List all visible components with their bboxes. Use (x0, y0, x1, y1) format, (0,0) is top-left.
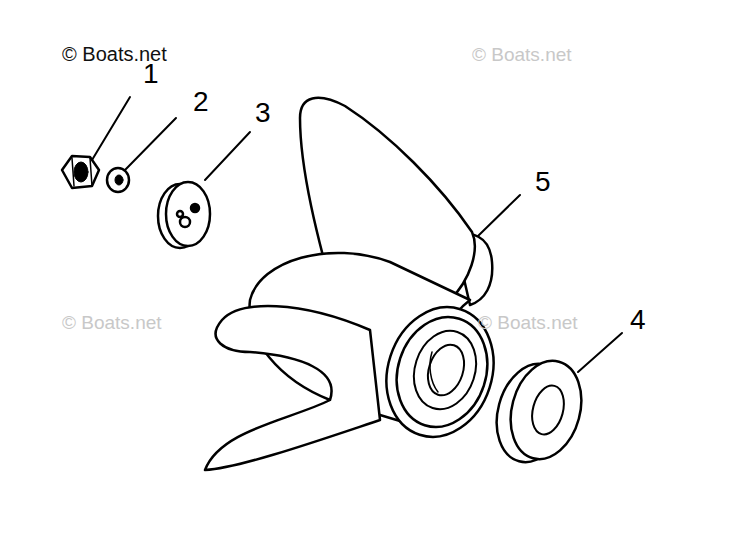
watermark: © Boats.net (472, 45, 572, 64)
watermark: © Boats.net (478, 313, 578, 332)
leader-line (92, 97, 130, 160)
callout-number: 3 (255, 99, 271, 127)
leader-line (205, 132, 250, 180)
callout-number: 2 (193, 88, 209, 116)
leader-line (478, 195, 520, 236)
spacer (158, 182, 210, 248)
watermark: © Boats.net (62, 313, 162, 332)
callout-number: 1 (143, 60, 159, 88)
leader-line (125, 118, 176, 170)
thrust-washer (486, 353, 592, 470)
leader-line (578, 333, 622, 372)
callout-number: 4 (630, 306, 646, 334)
nut (62, 156, 99, 188)
callout-number: 5 (535, 168, 551, 196)
washer (107, 168, 129, 192)
propeller (205, 98, 510, 470)
